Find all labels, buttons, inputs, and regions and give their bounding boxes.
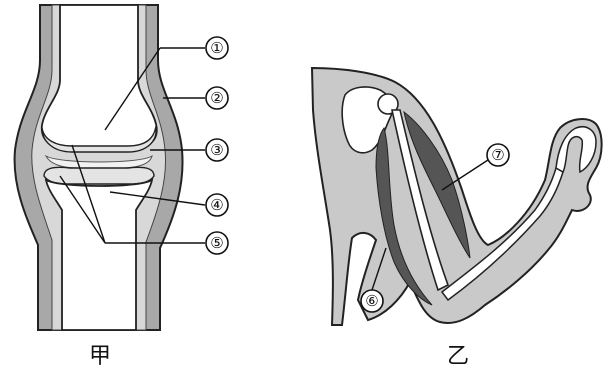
tibia-bone	[46, 180, 152, 330]
svg-text:⑤: ⑤	[210, 234, 223, 252]
label-7: ⑦	[487, 144, 509, 166]
tibia-cartilage	[44, 167, 154, 184]
label-6: ⑥	[361, 290, 383, 312]
svg-text:④: ④	[210, 196, 223, 214]
svg-text:①: ①	[210, 39, 223, 57]
svg-text:⑦: ⑦	[491, 146, 504, 164]
label-5: ⑤	[206, 232, 228, 254]
label-1: ①	[206, 37, 228, 59]
label-3: ③	[206, 139, 228, 161]
svg-text:⑥: ⑥	[365, 292, 378, 310]
arm-diagram: ⑥ ⑦ 乙	[312, 68, 602, 369]
knee-joint-diagram: ① ② ③ ④ ⑤ 甲	[15, 5, 228, 369]
caption-yi: 乙	[447, 344, 469, 369]
label-4: ④	[206, 194, 228, 216]
svg-text:③: ③	[210, 141, 223, 159]
caption-jia: 甲	[89, 344, 111, 369]
svg-text:②: ②	[210, 89, 223, 107]
label-2: ②	[206, 87, 228, 109]
